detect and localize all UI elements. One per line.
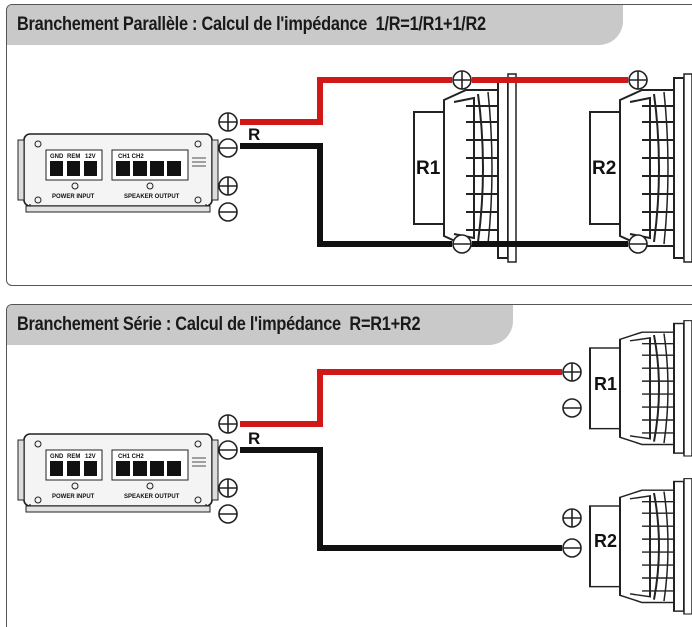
parallel-negative-wire [240,143,452,247]
series-negative-wire [240,447,562,551]
series-title: Branchement Série : Calcul de l'impédanc… [17,314,421,335]
parallel-positive-wire [240,77,452,125]
plus-icon [218,176,238,196]
parallel-r1-label: R1 [416,158,441,179]
series-r2-label: R2 [594,531,617,551]
amp-speaker-label: SPEAKER OUTPUT [124,494,180,500]
plus-icon [218,112,238,132]
minus-icon [452,234,472,254]
minus-icon [562,398,582,418]
amplifier-series [17,433,219,513]
plus-icon [218,478,238,498]
minus-icon [218,138,238,158]
amp-terminal-label: GND [50,454,64,460]
parallel-title-tab: Branchement Parallèle : Calcul de l'impé… [7,5,623,45]
amp-speaker-hint: CH1 CH2 [118,454,144,460]
amp-terminal-label: 12V [85,454,96,460]
amp-power-label: POWER INPUT [52,194,95,200]
plus-icon [452,70,472,90]
series-r1-label: R1 [594,374,617,394]
series-r-label: R [248,429,260,448]
amp-speaker-hint: CH1 CH2 [118,154,144,160]
amp-power-label: POWER INPUT [52,494,95,500]
minus-icon [218,504,238,524]
plus-icon [562,508,582,528]
series-positive-wire [240,369,562,427]
amp-speaker-label: SPEAKER OUTPUT [124,194,180,200]
minus-icon [628,234,648,254]
minus-icon [218,440,238,460]
minus-icon [218,202,238,222]
amp-terminal-label: 12V [85,154,96,160]
plus-icon [562,362,582,382]
amp-terminal-label: REM [67,154,80,160]
parallel-r-label: R [248,125,260,144]
amp-terminal-label: GND [50,154,64,160]
series-title-tab: Branchement Série : Calcul de l'impédanc… [7,305,513,345]
parallel-title: Branchement Parallèle : Calcul de l'impé… [17,14,486,35]
plus-icon [218,414,238,434]
amplifier-parallel [17,133,219,213]
plus-icon [628,70,648,90]
minus-icon [562,538,582,558]
amp-terminal-label: REM [67,454,80,460]
parallel-r2-label: R2 [592,158,616,179]
